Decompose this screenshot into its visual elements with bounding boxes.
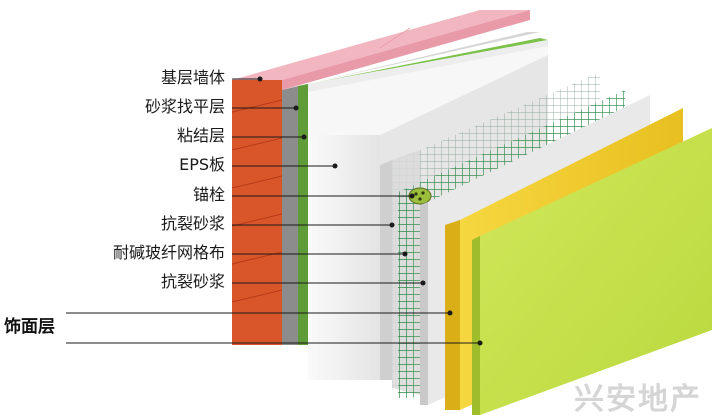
leveling-mortar-shape [282,32,540,345]
label-finish-layer: 饰面层 [4,317,55,337]
label-leveling-mortar: 砂浆找平层 [144,97,225,116]
leader-lines [66,78,480,344]
watermark-text: 兴安地产 [574,382,702,417]
leader-dots [257,76,483,346]
label-anti-crack-mortar-2: 抗裂砂浆 [160,272,225,291]
label-anchor: 锚栓 [192,185,225,204]
finish-green-shape [472,128,712,415]
label-anti-crack-mortar-1: 抗裂砂浆 [160,214,225,233]
label-base-wall: 基层墙体 [160,68,225,87]
adhesive-layer-shape [298,38,548,345]
label-adhesive-layer: 粘结层 [176,126,225,145]
label-eps-board: EPS板 [179,155,225,174]
base-wall-shape [231,10,530,345]
label-fiberglass-mesh: 耐碱玻纤网格布 [112,243,225,262]
